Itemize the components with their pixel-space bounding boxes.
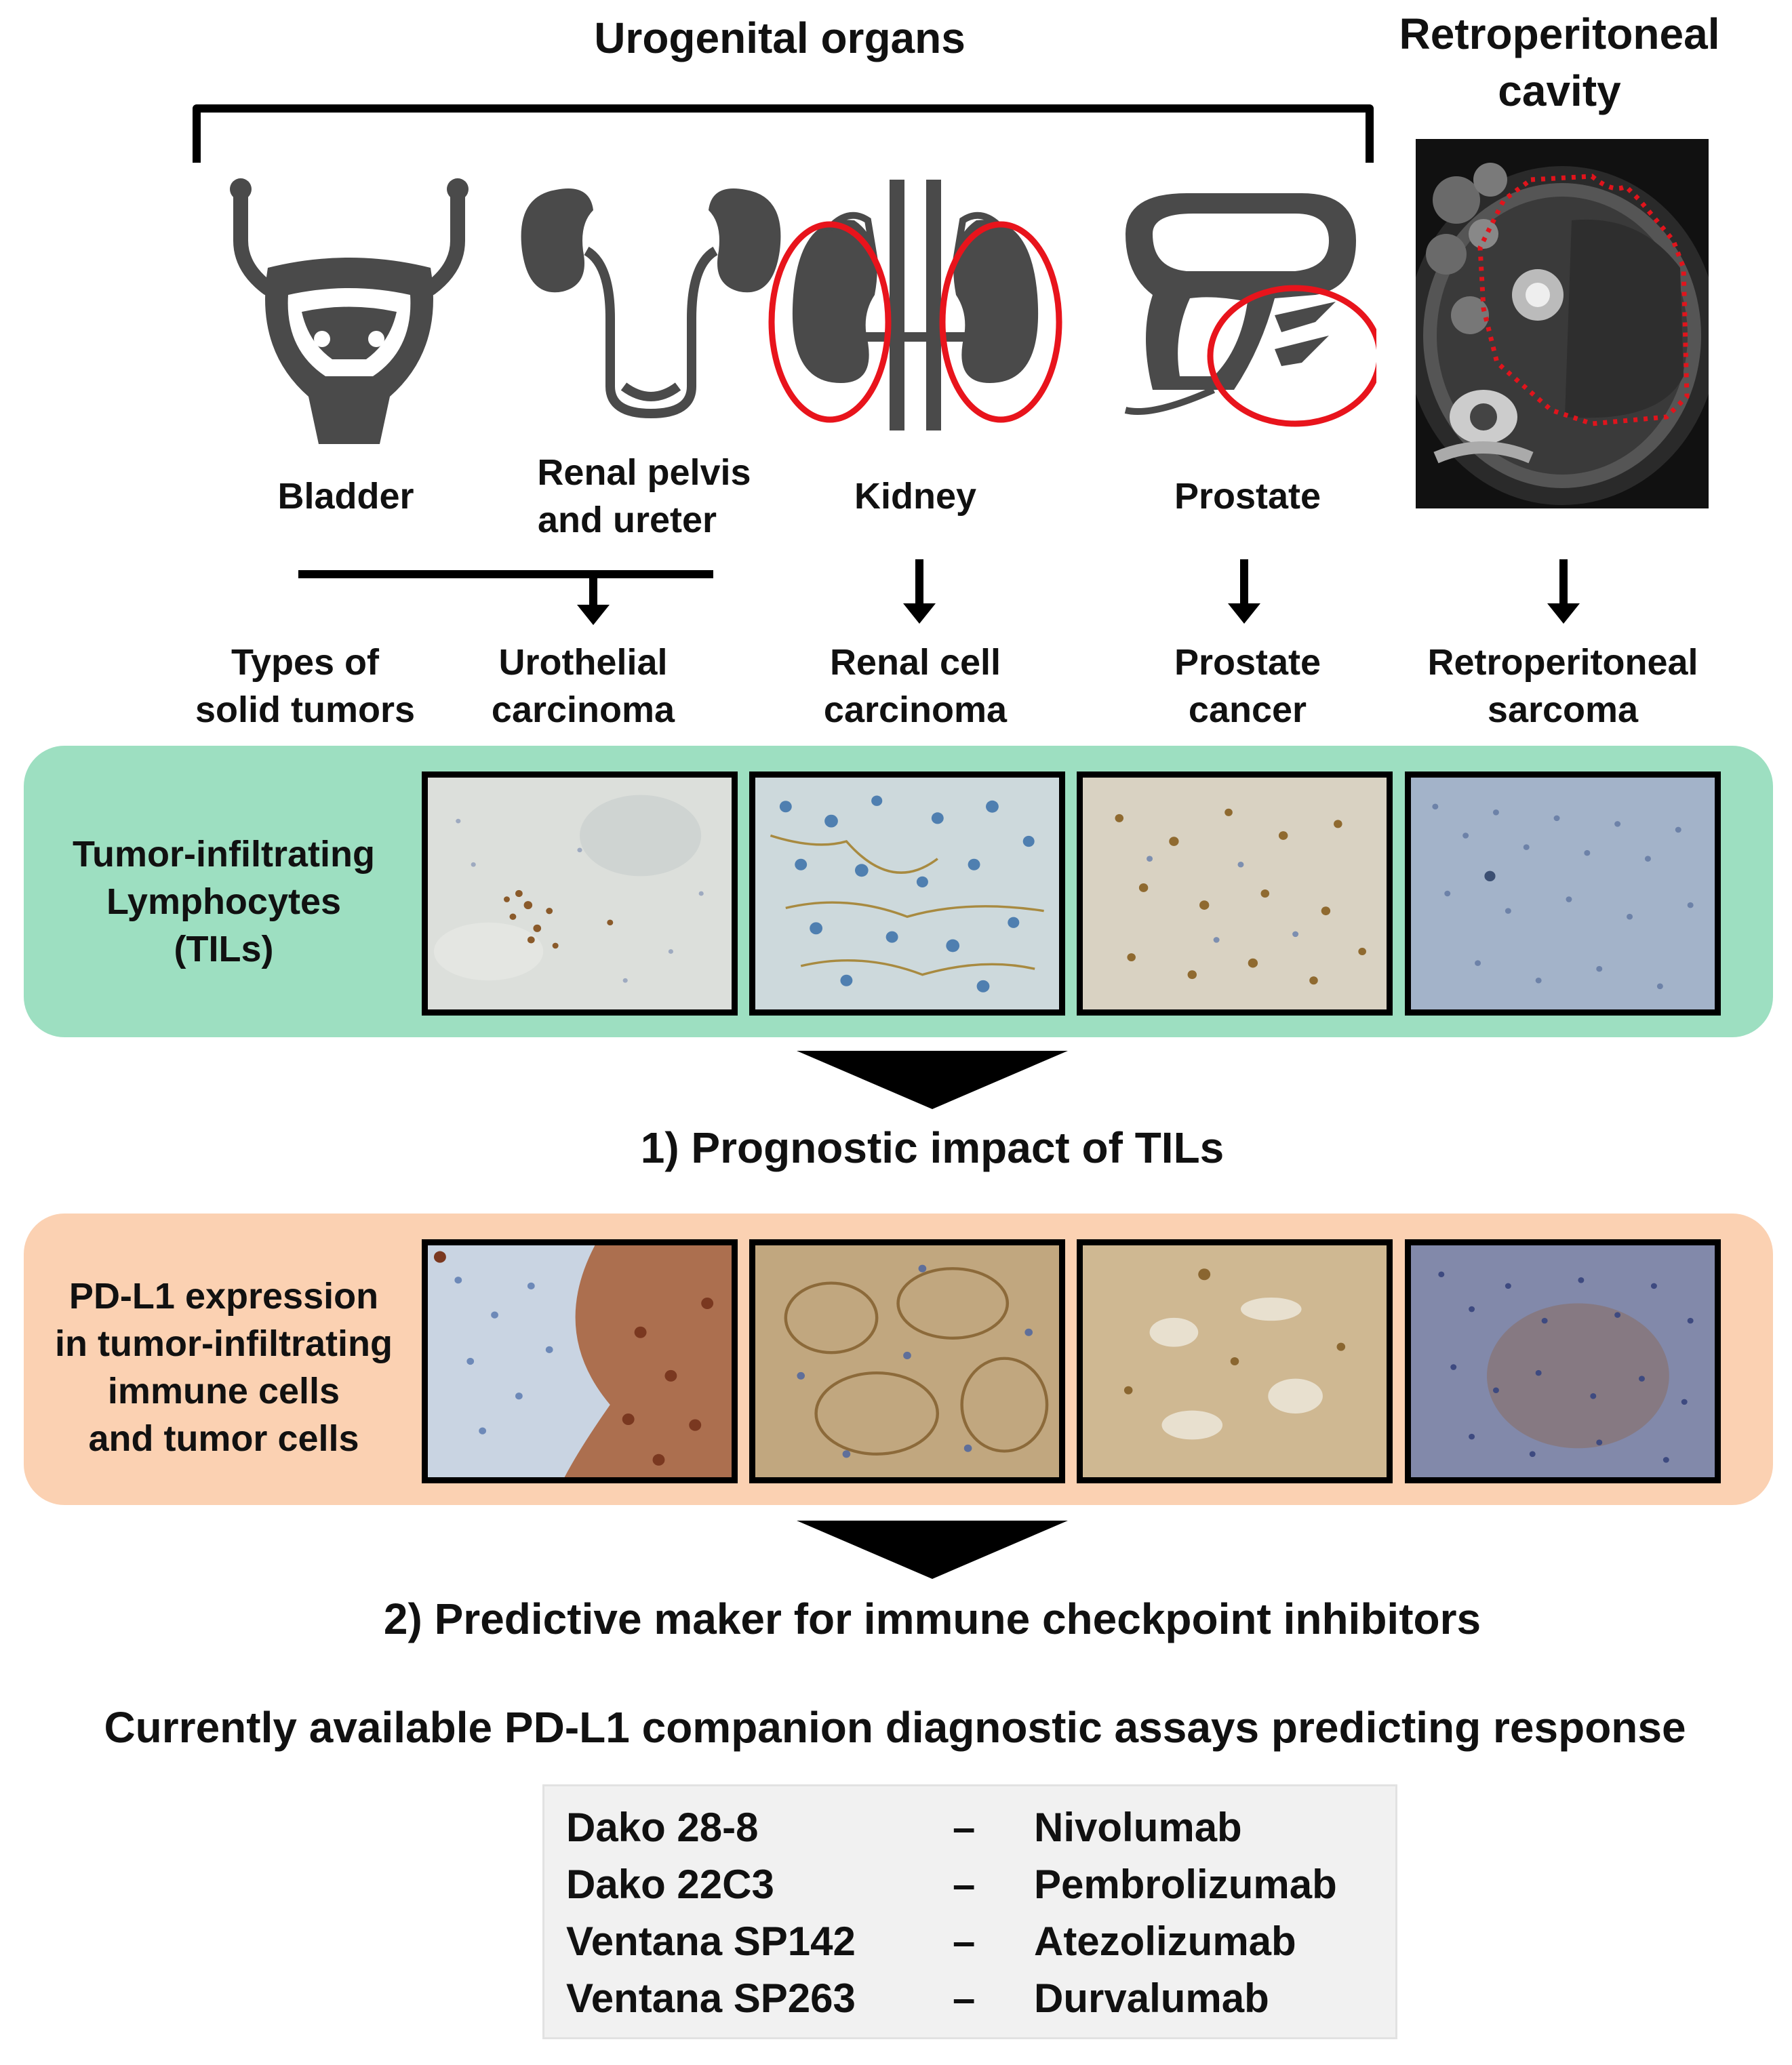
assay-name-4: Ventana SP263 <box>566 1976 856 2021</box>
pdl1-label-line1: PD-L1 expression <box>68 1276 379 1317</box>
assays-table <box>542 1784 1397 2039</box>
tumor-rcc-line2: carcinoma <box>823 689 1008 730</box>
pdl1-slide-urothelial-image <box>428 1245 732 1477</box>
til-slide-rcc-image <box>755 778 1059 1009</box>
assay-dash-4: – <box>953 1976 976 2021</box>
tumor-types-label-line2: solid tumors <box>195 689 416 730</box>
til-slide-urothelial-image <box>428 778 732 1009</box>
til-slide-prostate-image <box>1083 778 1387 1009</box>
organ-label-renal-pelvis-line1: Renal pelvis <box>537 452 751 493</box>
til-slide-sarcoma-image <box>1411 778 1715 1009</box>
bladder-icon <box>230 178 469 444</box>
pdl1-label-line3: immune cells <box>107 1371 340 1411</box>
pdl1-label-line4: and tumor cells <box>88 1418 359 1459</box>
assay-dash-2: – <box>953 1862 976 1907</box>
down-chevron-2 <box>797 1521 1068 1579</box>
til-label-line1: Tumor-infiltrating <box>73 834 375 875</box>
tumor-prostate-line2: cancer <box>1188 689 1307 730</box>
tumor-prostate-line1: Prostate <box>1174 642 1321 683</box>
retroperitoneal-cavity-title-line1: Retroperitoneal <box>1399 9 1720 58</box>
urogenital-bracket <box>193 104 1374 163</box>
til-slide-rcc <box>749 771 1065 1016</box>
pdl1-slide-prostate-image <box>1083 1245 1387 1477</box>
assay-drug-3: Atezolizumab <box>1034 1919 1296 1964</box>
pdl1-label-line2: in tumor-infiltrating <box>55 1323 393 1364</box>
til-label-line2: Lymphocytes <box>106 881 342 922</box>
assay-name-1: Dako 28-8 <box>566 1805 759 1850</box>
assay-drug-2: Pembrolizumab <box>1034 1862 1337 1907</box>
pdl1-slide-urothelial <box>422 1239 738 1483</box>
pdl1-slide-prostate <box>1077 1239 1393 1483</box>
assay-dash-3: – <box>953 1919 976 1964</box>
tumor-urothelial-line2: carcinoma <box>491 689 675 730</box>
til-slide-prostate <box>1077 771 1393 1016</box>
step1-prognostic-impact: 1) Prognostic impact of TILs <box>640 1123 1224 1172</box>
assay-name-3: Ventana SP142 <box>566 1919 856 1964</box>
tumor-urothelial-line1: Urothelial <box>498 642 668 683</box>
til-label-line3: (TILs) <box>174 929 274 969</box>
pdl1-slide-rcc-image <box>755 1245 1059 1477</box>
pdl1-slide-rcc <box>749 1239 1065 1483</box>
kidney-icon <box>768 180 1062 430</box>
down-chevron-1 <box>797 1051 1068 1109</box>
pdl1-slide-sarcoma-image <box>1411 1245 1715 1477</box>
organ-label-renal-pelvis-line2: and ureter <box>537 500 717 540</box>
tumor-sarcoma-line1: Retroperitoneal <box>1427 642 1698 683</box>
organ-label-kidney: Kidney <box>854 476 977 517</box>
assay-drug-1: Nivolumab <box>1034 1805 1242 1850</box>
til-slide-urothelial <box>422 771 738 1016</box>
pdl1-slide-sarcoma <box>1405 1239 1721 1483</box>
organ-to-tumor-arrows <box>298 559 1580 625</box>
urogenital-organs-title: Urogenital organs <box>594 14 965 62</box>
step2-predictive-marker: 2) Predictive maker for immune checkpoin… <box>383 1595 1481 1643</box>
assay-dash-1: – <box>953 1805 976 1850</box>
assay-drug-4: Durvalumab <box>1034 1976 1269 2021</box>
retroperitoneal-ct-scan <box>1416 139 1709 508</box>
organ-label-prostate: Prostate <box>1174 476 1321 517</box>
tumor-rcc-line1: Renal cell <box>829 642 1001 683</box>
tumor-types-label-line1: Types of <box>231 642 380 683</box>
retroperitoneal-cavity-title-line2: cavity <box>1498 66 1621 115</box>
tumor-sarcoma-line2: sarcoma <box>1487 689 1639 730</box>
renal-pelvis-ureter-icon <box>521 188 781 419</box>
til-slide-sarcoma <box>1405 771 1721 1016</box>
prostate-icon <box>1124 193 1376 427</box>
organ-label-bladder: Bladder <box>277 476 414 517</box>
assay-name-2: Dako 22C3 <box>566 1862 774 1907</box>
assays-title: Currently available PD-L1 companion diag… <box>104 1703 1686 1752</box>
